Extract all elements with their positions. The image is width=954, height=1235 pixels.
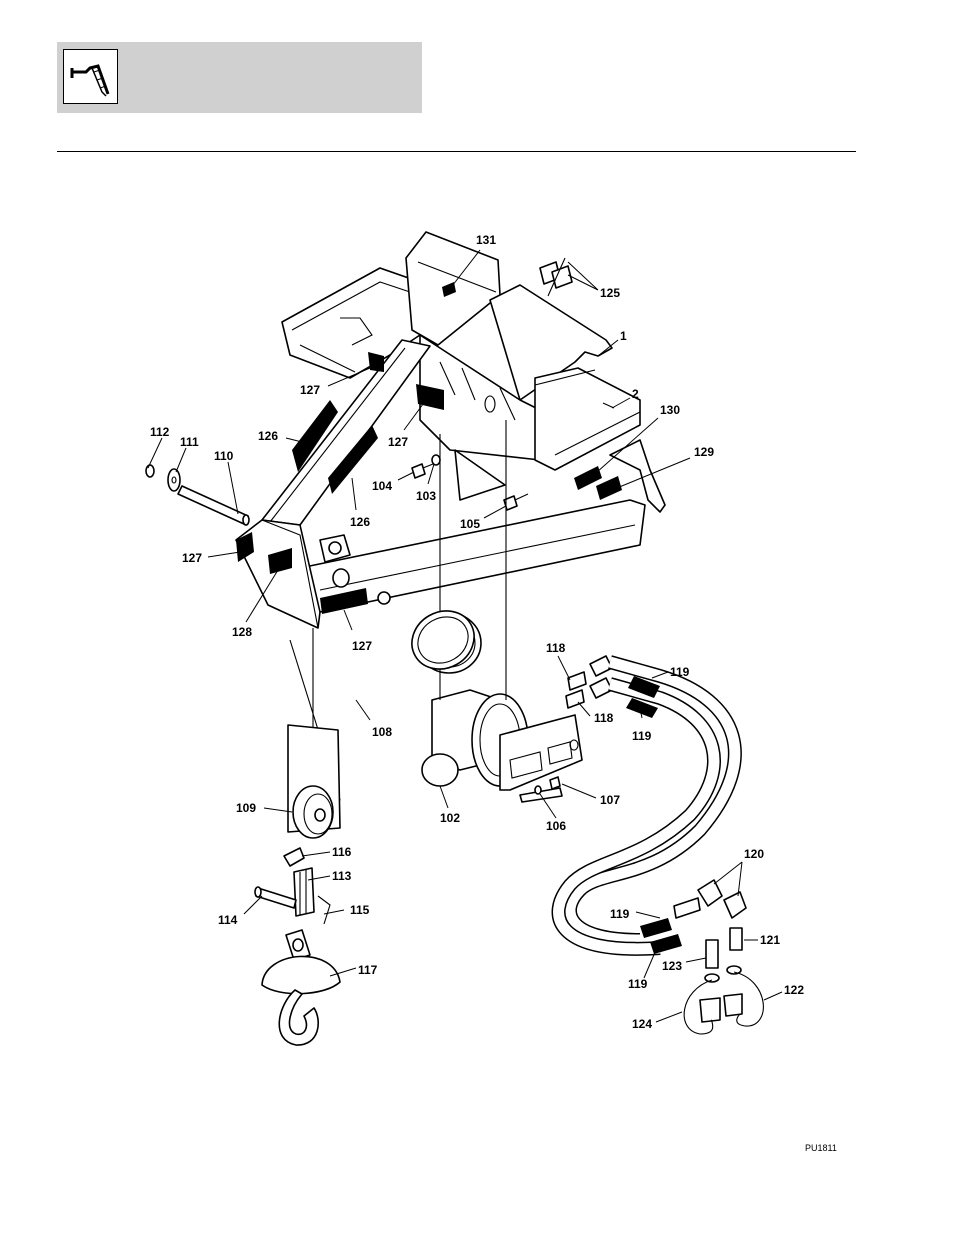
callout-129: 129 xyxy=(694,445,714,459)
callout-112: 112 xyxy=(150,425,170,439)
cable-and-hook xyxy=(255,628,340,1045)
callout-115: 115 xyxy=(350,903,370,917)
callout-103: 103 xyxy=(416,489,436,503)
callout-118-top: 118 xyxy=(546,641,566,655)
callout-127-top: 127 xyxy=(300,383,320,397)
callout-118-bottom: 118 xyxy=(594,711,614,725)
callout-123: 123 xyxy=(662,959,682,973)
callout-109: 109 xyxy=(236,801,256,815)
callout-127-center: 127 xyxy=(388,435,408,449)
callout-113: 113 xyxy=(332,869,352,883)
callout-128: 128 xyxy=(232,625,252,639)
figure-id: PU1811 xyxy=(805,1143,837,1153)
callout-119-mid: 119 xyxy=(632,729,652,743)
callout-110: 110 xyxy=(214,449,234,463)
callout-117: 117 xyxy=(358,963,378,977)
callout-108: 108 xyxy=(372,725,392,739)
callout-107: 107 xyxy=(600,793,620,807)
callout-131: 131 xyxy=(476,233,496,247)
callout-2: 2 xyxy=(632,387,639,401)
callout-119-top: 119 xyxy=(670,665,690,679)
callout-111: 111 xyxy=(180,435,199,449)
hydraulic-hoses xyxy=(559,656,764,1034)
callout-122: 122 xyxy=(784,983,804,997)
callout-121: 121 xyxy=(760,933,780,947)
callout-102: 102 xyxy=(440,811,460,825)
callout-105: 105 xyxy=(460,517,480,531)
callout-126-center: 126 xyxy=(350,515,370,529)
callout-116: 116 xyxy=(332,845,352,859)
callout-124: 124 xyxy=(632,1017,652,1031)
callout-120: 120 xyxy=(744,847,764,861)
callout-130: 130 xyxy=(660,403,680,417)
callout-126-left: 126 xyxy=(258,429,278,443)
callout-119-bottom: 119 xyxy=(628,977,648,991)
callout-1: 1 xyxy=(620,329,627,343)
coiled-cable xyxy=(401,600,484,680)
callout-104: 104 xyxy=(372,479,392,493)
callout-119-lower: 119 xyxy=(610,907,630,921)
callout-114: 114 xyxy=(218,913,238,927)
callout-127-bottom: 127 xyxy=(352,639,372,653)
callout-106: 106 xyxy=(546,819,566,833)
callout-125: 125 xyxy=(600,286,620,300)
callout-127-left: 127 xyxy=(182,551,202,565)
